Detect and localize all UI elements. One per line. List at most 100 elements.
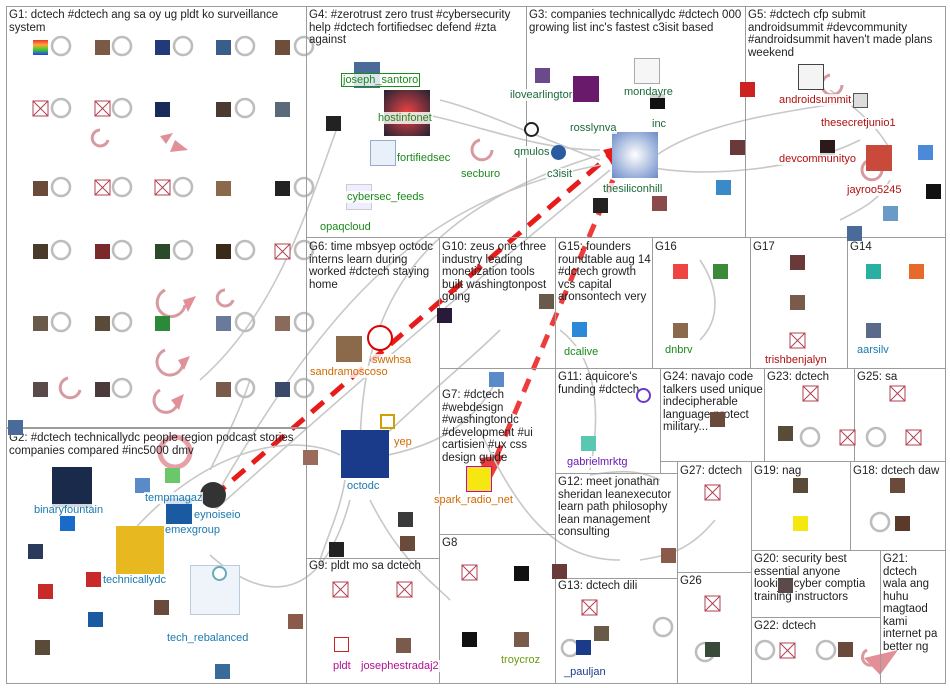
node-label-aarsilv[interactable]: aarsilv xyxy=(856,344,890,356)
node-label-spark_radio_net[interactable]: spark_radio_net xyxy=(433,494,514,506)
node-label-josephestradaj2[interactable]: josephestradaj2 xyxy=(360,660,440,672)
avatar xyxy=(710,412,725,427)
avatar xyxy=(890,478,905,493)
node-label-thesecretjunio1[interactable]: thesecretjunio1 xyxy=(820,117,897,129)
node-label-binaryfountain[interactable]: binaryfountain xyxy=(33,504,105,516)
node-label-technicallydc[interactable]: technicallydc xyxy=(102,574,167,586)
avatar xyxy=(8,420,23,435)
node-label-androidsummit[interactable]: androidsummit xyxy=(778,94,853,106)
avatar xyxy=(798,64,824,90)
avatar xyxy=(489,372,504,387)
avatar xyxy=(275,316,290,331)
avatar xyxy=(95,40,110,55)
node-label-emexgroup[interactable]: emexgroup xyxy=(164,524,222,536)
node-label-dnbrv[interactable]: dnbrv xyxy=(664,344,694,356)
node-label-swwhsa[interactable]: swwhsa xyxy=(371,354,413,366)
avatar xyxy=(866,264,881,279)
avatar xyxy=(462,632,477,647)
avatar xyxy=(341,430,389,478)
avatar xyxy=(820,140,835,155)
circle-glyphs xyxy=(50,35,891,663)
avatar xyxy=(212,566,227,581)
avatar xyxy=(673,323,688,338)
node-label-ilovearlington[interactable]: ilovearlingtor xyxy=(509,89,574,101)
avatar xyxy=(95,382,110,397)
group-G13-title: G13: dctech dili xyxy=(558,580,638,592)
node-label-tempmagaz[interactable]: tempmagaz xyxy=(144,492,204,504)
group-G22-box xyxy=(751,617,881,684)
avatar xyxy=(790,295,805,310)
avatar xyxy=(514,632,529,647)
avatar xyxy=(33,244,48,259)
group-G7-title: G7: #dctech #webdesign #washingtondc #de… xyxy=(442,389,533,464)
avatar xyxy=(926,184,941,199)
node-label-fortifiedsec[interactable]: fortifiedsec xyxy=(396,152,452,164)
node-label-jayroo5245[interactable]: jayroo5245 xyxy=(846,184,903,196)
node-label-_pauljan[interactable]: _pauljan xyxy=(563,666,607,678)
avatar xyxy=(155,316,170,331)
avatar xyxy=(398,512,413,527)
avatar xyxy=(535,68,550,83)
group-G3-box xyxy=(526,6,746,238)
group-G25-title: G25: sa xyxy=(857,371,898,383)
node-label-dcalive[interactable]: dcalive xyxy=(563,346,600,358)
avatar xyxy=(713,264,728,279)
node-label-tech_rebalanced[interactable]: tech_rebalanced xyxy=(166,632,250,644)
avatar xyxy=(847,226,862,241)
node-label-octodc[interactable]: octodc xyxy=(346,480,381,492)
avatar xyxy=(778,426,793,441)
group-G12-title: G12: meet jonathan sheridan leanexecutor… xyxy=(558,476,672,538)
avatar xyxy=(883,206,898,221)
avatar xyxy=(326,116,341,131)
group-G10-title: G10: zeus one three industry leading mon… xyxy=(442,241,547,303)
avatar xyxy=(740,82,755,97)
node-label-rosslynva[interactable]: rosslynva xyxy=(569,122,618,134)
avatar xyxy=(866,323,881,338)
avatar xyxy=(216,102,231,117)
avatar xyxy=(370,140,396,166)
node-label-thesiliconhill[interactable]: thesiliconhill xyxy=(602,183,664,195)
avatar xyxy=(396,638,411,653)
avatar xyxy=(572,322,587,337)
group-G16-title: G16 xyxy=(655,241,677,253)
node-label-devcommunityo[interactable]: devcommunityo xyxy=(778,153,858,165)
node-label-opaqcloud[interactable]: opaqcloud xyxy=(319,221,372,233)
group-G17-title: G17 xyxy=(753,241,775,253)
avatar xyxy=(539,294,554,309)
group-G8-title: G8 xyxy=(442,537,458,549)
node-label-gabrielmrktg[interactable]: gabrielmrktg xyxy=(566,456,629,468)
avatar xyxy=(594,626,609,641)
node-label-hostinfonet[interactable]: hostinfonet xyxy=(377,112,433,124)
node-label-inc[interactable]: inc xyxy=(651,118,668,130)
node-label-trishbenjalyn[interactable]: trishbenjalyn xyxy=(764,354,828,366)
node-label-troycroz[interactable]: troycroz xyxy=(500,654,542,666)
group-G4-title: G4: #zerotrust zero trust #cybersecurity… xyxy=(309,9,511,46)
avatar xyxy=(88,612,103,627)
node-label-secburo[interactable]: secburo xyxy=(460,168,502,180)
avatar xyxy=(95,316,110,331)
avatar xyxy=(33,316,48,331)
node-label-joseph_santoro[interactable]: joseph_santoro xyxy=(341,73,421,87)
self-loop-large xyxy=(157,434,193,470)
node-label-yep[interactable]: yep xyxy=(393,436,413,448)
avatar xyxy=(135,478,150,493)
avatar xyxy=(60,516,75,531)
node-label-c3isit[interactable]: c3isit xyxy=(546,168,574,180)
avatar xyxy=(866,145,892,171)
avatar xyxy=(215,664,230,679)
group-G27-title: G27: dctech xyxy=(680,465,743,477)
node-label-qmulos[interactable]: qmulos xyxy=(513,146,551,158)
avatar xyxy=(216,316,231,331)
node-label-sandramoscoso[interactable]: sandramoscoso xyxy=(309,366,389,378)
avatar xyxy=(581,436,596,451)
node-label-eynoiseio[interactable]: eynoiseio xyxy=(193,509,242,521)
avatar xyxy=(705,642,720,657)
avatar xyxy=(918,145,933,160)
avatar xyxy=(275,181,290,196)
avatar xyxy=(35,640,50,655)
self-loop-arrowheads xyxy=(160,133,898,675)
node-label-pldt[interactable]: pldt xyxy=(332,660,352,672)
group-G19-title: G19: nag xyxy=(754,465,802,477)
node-label-cybersec_feeds[interactable]: cybersec_feeds xyxy=(346,191,426,203)
node-label-mondayre[interactable]: mondayre xyxy=(623,86,674,98)
